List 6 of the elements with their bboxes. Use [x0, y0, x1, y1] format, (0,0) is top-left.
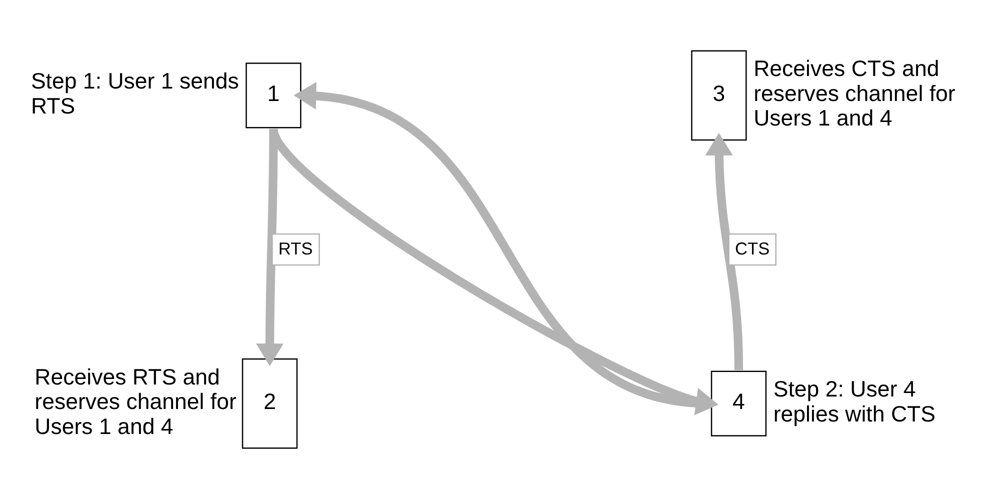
node-label: Receives RTS and reserves channel for Users 1 and 4 [34, 364, 236, 439]
node-label: Step 2: User 4 replies with CTS [773, 376, 936, 426]
edge-label: RTS [278, 238, 313, 259]
node-label: Step 1: User 1 sends RTS [30, 68, 239, 118]
node-label: Receives CTS and reserves channel for Users 1 and 4 [754, 56, 956, 131]
edge-label: CTS [735, 238, 770, 259]
